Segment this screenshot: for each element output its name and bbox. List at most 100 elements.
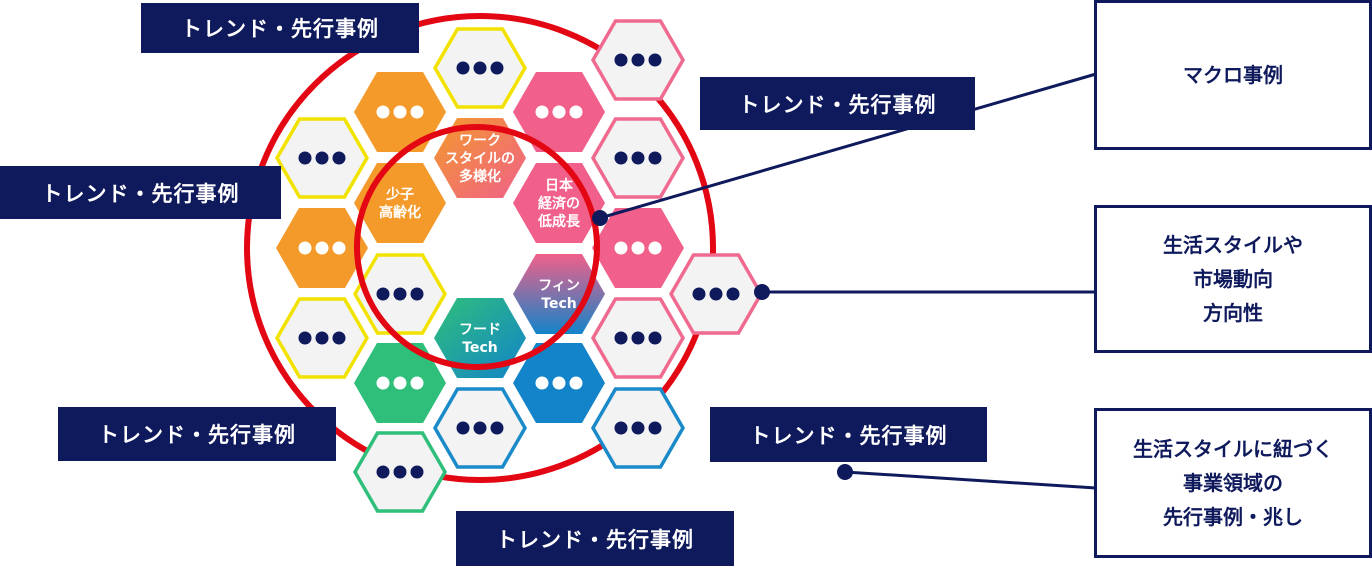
placeholder-hex bbox=[590, 387, 686, 469]
placeholder-hex bbox=[276, 208, 368, 288]
ellipsis-dot bbox=[456, 421, 470, 435]
ellipsis-dot bbox=[456, 61, 470, 75]
lifestyle-line-2: 市場動向 bbox=[1193, 267, 1273, 291]
ellipsis-dot bbox=[535, 376, 549, 390]
inner-ring bbox=[354, 124, 600, 370]
ellipsis-dot bbox=[614, 151, 628, 165]
ellipsis-dot bbox=[298, 241, 312, 255]
ellipsis-dot bbox=[709, 287, 723, 301]
ellipsis-dot bbox=[376, 287, 390, 301]
connector-dot-macro bbox=[592, 210, 608, 226]
core-hex-label: 多様化 bbox=[459, 168, 501, 185]
ellipsis-dot bbox=[631, 331, 645, 345]
macro-example-box: マクロ事例 bbox=[1094, 0, 1372, 150]
core-hex-label: 低成長 bbox=[537, 213, 581, 230]
ellipsis-dot bbox=[393, 105, 407, 119]
placeholder-hex bbox=[274, 117, 370, 199]
ellipsis-dot bbox=[315, 331, 329, 345]
ellipsis-dot bbox=[315, 241, 329, 255]
trend-tag: トレンド・先行事例 bbox=[700, 77, 975, 130]
core-hex-label: Tech bbox=[462, 340, 497, 356]
business-line-1: 生活スタイルに紐づく bbox=[1133, 437, 1333, 461]
ellipsis-dot bbox=[410, 105, 424, 119]
ellipsis-dot bbox=[552, 376, 566, 390]
core-hex-label: 高齢化 bbox=[379, 204, 421, 221]
ellipsis-dot bbox=[648, 331, 662, 345]
ellipsis-dot bbox=[393, 287, 407, 301]
ellipsis-dot bbox=[376, 465, 390, 479]
lifestyle-line-1: 生活スタイルや bbox=[1163, 233, 1303, 257]
business-domain-box: 生活スタイルに紐づく 事業領域の 先行事例・兆し bbox=[1094, 408, 1372, 558]
ellipsis-dot bbox=[631, 241, 645, 255]
ellipsis-dot bbox=[332, 241, 346, 255]
placeholder-hex bbox=[274, 297, 370, 379]
ellipsis-dot bbox=[614, 53, 628, 67]
ellipsis-dot bbox=[376, 376, 390, 390]
ellipsis-dot bbox=[393, 465, 407, 479]
ellipsis-dot bbox=[648, 241, 662, 255]
trend-tag: トレンド・先行事例 bbox=[58, 407, 336, 461]
placeholder-hex bbox=[513, 343, 605, 423]
placeholder-hex bbox=[432, 387, 528, 469]
core-hex-label: スタイルの bbox=[445, 151, 515, 167]
placeholder-hex bbox=[668, 253, 764, 335]
placeholder-hex bbox=[590, 117, 686, 199]
placeholder-hex bbox=[590, 19, 686, 101]
trend-tag: トレンド・先行事例 bbox=[710, 407, 987, 462]
placeholder-hex bbox=[590, 297, 686, 379]
core-hex-label: 少子 bbox=[385, 186, 414, 203]
ellipsis-dot bbox=[569, 105, 583, 119]
core-hex-label: フィン bbox=[538, 278, 580, 294]
ellipsis-dot bbox=[332, 331, 346, 345]
core-hex-fintech: フィン Tech bbox=[513, 254, 605, 334]
ellipsis-dot bbox=[648, 53, 662, 67]
ellipsis-dot bbox=[631, 421, 645, 435]
placeholder-hex bbox=[354, 343, 446, 423]
ellipsis-dot bbox=[614, 331, 628, 345]
business-line-3: 先行事例・兆し bbox=[1163, 505, 1303, 529]
ellipsis-dot bbox=[393, 376, 407, 390]
ellipsis-dot bbox=[648, 151, 662, 165]
ellipsis-dot bbox=[614, 241, 628, 255]
ellipsis-dot bbox=[648, 421, 662, 435]
placeholder-hex bbox=[432, 27, 528, 109]
core-hex-label: Tech bbox=[541, 296, 576, 312]
macro-example-label: マクロ事例 bbox=[1183, 63, 1283, 87]
placeholder-hex bbox=[592, 208, 684, 288]
ellipsis-dot bbox=[569, 376, 583, 390]
connector-dot-business bbox=[837, 464, 853, 480]
core-hex-label: ワーク bbox=[459, 133, 501, 149]
ellipsis-dot bbox=[535, 105, 549, 119]
ellipsis-dot bbox=[614, 421, 628, 435]
ellipsis-dot bbox=[473, 421, 487, 435]
trend-tag: トレンド・先行事例 bbox=[0, 166, 281, 219]
trend-tag: トレンド・先行事例 bbox=[141, 3, 419, 53]
placeholder-hex bbox=[354, 72, 446, 152]
ellipsis-dot bbox=[631, 151, 645, 165]
ellipsis-dot bbox=[490, 61, 504, 75]
ellipsis-dot bbox=[376, 105, 390, 119]
ellipsis-dot bbox=[332, 151, 346, 165]
connector-macro bbox=[599, 72, 1097, 220]
core-hex-label: 日本 bbox=[545, 177, 574, 194]
connector-dot-lifestyle bbox=[754, 284, 770, 300]
ellipsis-dot bbox=[552, 105, 566, 119]
ellipsis-dot bbox=[410, 376, 424, 390]
lifestyle-line-3: 方向性 bbox=[1203, 301, 1263, 325]
ellipsis-dot bbox=[410, 465, 424, 479]
core-hex-label: フード bbox=[459, 322, 501, 338]
lifestyle-trend-box: 生活スタイルや 市場動向 方向性 bbox=[1094, 205, 1372, 353]
connector-business bbox=[844, 470, 1097, 490]
core-hex-label: 経済の bbox=[538, 195, 580, 212]
trend-tag: トレンド・先行事例 bbox=[456, 511, 734, 566]
outer-ring bbox=[244, 13, 716, 483]
business-line-2: 事業領域の bbox=[1183, 471, 1283, 495]
ellipsis-dot bbox=[490, 421, 504, 435]
ellipsis-dot bbox=[473, 61, 487, 75]
ellipsis-dot bbox=[410, 287, 424, 301]
placeholder-hex bbox=[352, 431, 448, 513]
